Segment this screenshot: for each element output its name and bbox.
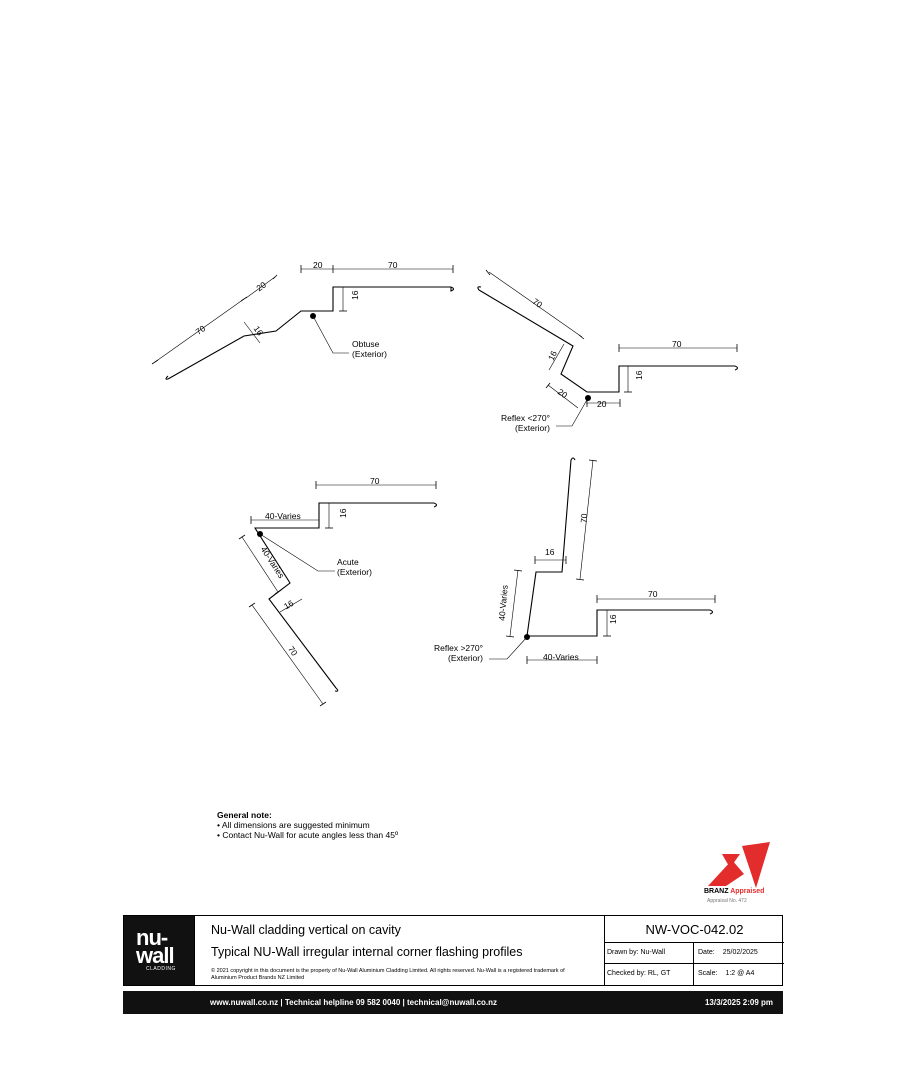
copyright-notice: © 2021 copyright in this document is the… [211,968,565,981]
reflex-gt-dim-40b: 40-Varies [497,585,510,621]
branz-wordmark: BRANZ Appraised [704,888,765,895]
acute-dim-70a: 70 [370,476,380,486]
obtuse-dim-20b: 20 [313,260,323,270]
reflex-lt-label: Reflex <270° [501,413,550,423]
title-section: Nu-Wall cladding vertical on cavity Typi… [194,916,605,985]
obtuse-label: Obtuse [352,339,380,349]
date-field: Date:25/02/2025 [694,943,784,964]
obtuse-label-sub: (Exterior) [352,349,387,359]
reflex-gt-label: Reflex >270° [434,643,483,653]
reflex-gt-dim-70b: 70 [578,513,589,524]
drawing-number: NW-VOC-042.02 [605,916,784,943]
drawing-title: Nu-Wall cladding vertical on cavity [211,923,401,937]
obtuse-dim-70a: 70 [194,323,208,337]
checked-by: Checked by: RL, GT [605,964,694,985]
reflex-lt-dim-16a: 16 [546,349,559,362]
acute-dim-16a: 16 [338,508,348,518]
profile-acute: 70 16 40-Varies 40-Varies 16 70 Acute (E… [238,476,438,707]
note-item: • Contact Nu-Wall for acute angles less … [217,830,399,840]
reflex-gt-dim-16b: 16 [545,547,555,557]
obtuse-dim-16b: 16 [350,290,360,300]
reflex-lt-dim-70b: 70 [672,339,682,349]
reflex-lt-dim-70a: 70 [531,296,545,310]
reflex-lt-label-sub: (Exterior) [515,423,550,433]
note-item: • All dimensions are suggested minimum [217,820,370,830]
logo-tagline: CLADDING [146,966,176,972]
profile-reflex-gt-270: 70 16 40-Varies 40-Varies 16 70 Reflex >… [434,457,716,664]
acute-dim-40b: 40-Varies [259,545,287,580]
general-notes: General note: • All dimensions are sugge… [217,810,398,840]
footer-timestamp: 13/3/2025 2:09 pm [704,998,773,1007]
logo-line-2: wall [136,943,175,968]
logo-line-1: nu- [136,925,168,950]
reflex-lt-dim-20a: 20 [556,387,570,401]
reflex-gt-label-sub: (Exterior) [448,653,483,663]
acute-label: Acute [337,557,359,567]
acute-label-sub: (Exterior) [337,567,372,577]
obtuse-dim-16a: 16 [252,324,266,338]
title-block: nu- wall CLADDING Nu-Wall cladding verti… [123,915,784,986]
drawing-info: NW-VOC-042.02 Drawn by: Nu-Wall Date:25/… [604,916,784,985]
acute-dim-16b: 16 [282,598,295,612]
drawing-subtitle: Typical NU-Wall irregular internal corne… [211,945,523,959]
obtuse-dim-20a: 20 [254,279,268,293]
acute-dim-40a: 40-Varies [265,511,301,521]
reflex-gt-dim-40a: 40-Varies [543,652,579,662]
obtuse-dim-70b: 70 [388,260,398,270]
nuwall-logo: nu- wall CLADDING [124,916,194,985]
reflex-gt-dim-70a: 70 [648,589,658,599]
scale-field: Scale:1:2 @ A4 [698,970,755,977]
notes-heading: General note: [217,810,272,820]
reflex-gt-dim-16a: 16 [608,614,618,624]
branz-logo-icon [708,842,770,888]
drawn-by: Drawn by: Nu-Wall [605,943,694,964]
footer-contact: www.nuwall.co.nz | Technical helpline 09… [210,998,498,1007]
reflex-lt-dim-20b: 20 [597,399,607,409]
profile-obtuse: 70 20 16 20 70 16 Obtuse (Exterior) [151,260,455,380]
footer-bar: www.nuwall.co.nz | Technical helpline 09… [123,991,783,1014]
reflex-lt-dim-16b: 16 [634,370,644,380]
profile-reflex-lt-270: 70 16 20 20 16 70 Reflex <270° (Exterior… [477,269,739,433]
branz-appraisal-number: Appraisal No. 472 [707,898,747,904]
